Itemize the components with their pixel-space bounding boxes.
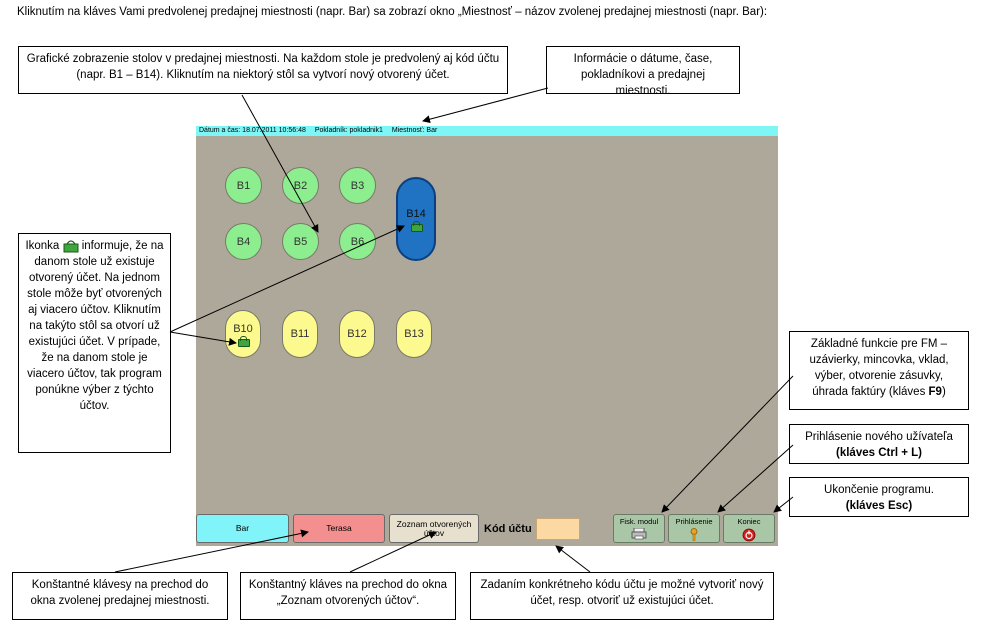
arrow-to-fisk xyxy=(661,375,794,513)
callout-open-accounts-text: Konštantný kláves na prechod do okna „Zo… xyxy=(248,579,448,607)
callout-icon-text-1: informuje, že na danom stole už existuje… xyxy=(27,240,164,348)
table-code: B1 xyxy=(236,179,251,192)
exit-button[interactable]: Koniec xyxy=(723,514,775,543)
open-account-icon xyxy=(410,220,423,232)
printer-icon xyxy=(631,528,647,540)
callout-login: Prihlásenie nového užívateľa (kláves Ctr… xyxy=(789,424,969,464)
callout-open-icon: Ikonka informuje, že na danom stole už e… xyxy=(18,233,171,453)
table-code: B3 xyxy=(350,179,365,192)
room-bar-label: Bar xyxy=(235,523,250,533)
exit-label: Koniec xyxy=(737,517,761,526)
arrow-to-topbar xyxy=(422,87,549,124)
callout-account-code: Zadaním konkrétneho kódu účtu je možné v… xyxy=(470,572,774,620)
callout-exit-key: (kláves Esc) xyxy=(845,500,913,512)
table-b2[interactable]: B2 xyxy=(282,167,319,204)
table-code: B13 xyxy=(404,328,424,340)
callout-tables: Grafické zobrazenie stolov v predajnej m… xyxy=(18,46,508,94)
room-bar-button[interactable]: Bar xyxy=(196,514,289,543)
callout-exit-text: Ukončenie programu. xyxy=(824,484,934,496)
callout-account-code-text: Zadaním konkrétneho kódu účtu je možné v… xyxy=(480,579,764,607)
table-code: B12 xyxy=(347,328,367,340)
login-label: Prihlásenie xyxy=(675,517,713,526)
room-label: Miestnosť: Bar xyxy=(391,127,438,134)
callout-fm-key: F9 xyxy=(928,386,942,398)
arrow-to-login xyxy=(717,444,794,513)
table-b11[interactable]: B11 xyxy=(282,310,318,358)
table-b14[interactable]: B14 xyxy=(396,177,436,261)
table-b10[interactable]: B10 xyxy=(225,310,261,358)
callout-icon-prefix: Ikonka xyxy=(25,240,60,252)
fisk-module-label: Fisk. modul xyxy=(619,517,659,526)
callout-room-keys-text: Konštantné klávesy na prechod do okna zv… xyxy=(30,579,210,607)
arrow-to-tables xyxy=(241,94,319,233)
cashier-label: Pokladník: pokladnik1 xyxy=(314,127,383,134)
arrow-to-room-keys xyxy=(114,529,309,573)
account-code-input[interactable] xyxy=(536,518,580,540)
table-code: B11 xyxy=(290,328,310,340)
callout-fm-text: Základné funkcie pre FM – uzávierky, min… xyxy=(809,338,949,398)
intro-text: Kliknutím na kláves Vami predvolenej pre… xyxy=(17,6,768,18)
callout-room-keys: Konštantné klávesy na prechod do okna zv… xyxy=(12,572,228,620)
open-accounts-button[interactable]: Zoznam otvorených účtov xyxy=(389,514,479,543)
callout-tables-text: Grafické zobrazenie stolov v predajnej m… xyxy=(26,53,500,81)
callout-fm: Základné funkcie pre FM – uzávierky, min… xyxy=(789,331,969,410)
table-b13[interactable]: B13 xyxy=(396,310,432,358)
table-code: B5 xyxy=(293,235,308,248)
table-code: B6 xyxy=(350,235,365,248)
fisk-module-button[interactable]: Fisk. modul xyxy=(613,514,665,543)
account-code-label: Kód účtu xyxy=(484,523,532,535)
callout-open-accounts: Konštantný kláves na prechod do okna „Zo… xyxy=(240,572,456,620)
callout-exit: Ukončenie programu. (kláves Esc) xyxy=(789,477,969,517)
table-b1[interactable]: B1 xyxy=(225,167,262,204)
table-code: B10 xyxy=(233,322,253,335)
callout-login-key: (kláves Ctrl + L) xyxy=(836,447,922,459)
arrow-to-b10-icon xyxy=(169,331,237,346)
open-account-icon xyxy=(237,335,250,347)
table-code: B14 xyxy=(406,207,426,220)
power-icon xyxy=(742,528,756,542)
table-b12[interactable]: B12 xyxy=(339,310,375,358)
table-code: B2 xyxy=(293,179,308,192)
arrow-to-accounts xyxy=(349,531,437,573)
table-b3[interactable]: B3 xyxy=(339,167,376,204)
key-icon xyxy=(690,528,698,541)
table-b4[interactable]: B4 xyxy=(225,223,262,260)
arrow-to-exit xyxy=(773,496,794,513)
callout-info: Informácie o dátume, čase, pokladníkovi … xyxy=(546,46,740,97)
datetime-label: Dátum a čas: 18.07.2011 10:56:48 xyxy=(199,127,306,134)
callout-info-text: Informácie o dátume, čase, pokladníkovi … xyxy=(573,53,713,97)
table-b6[interactable]: B6 xyxy=(339,223,376,260)
info-bar: Dátum a čas: 18.07.2011 10:56:48 Pokladn… xyxy=(196,126,778,136)
table-code: B4 xyxy=(236,235,251,248)
room-window: Dátum a čas: 18.07.2011 10:56:48 Pokladn… xyxy=(196,126,778,546)
arrow-to-code xyxy=(555,545,591,573)
arrow-to-b14-icon xyxy=(169,225,405,333)
login-button[interactable]: Prihlásenie xyxy=(668,514,720,543)
room-terasa-label: Terasa xyxy=(326,523,352,533)
basket-icon xyxy=(63,240,79,253)
callout-login-text: Prihlásenie nového užívateľa xyxy=(805,431,953,443)
room-terasa-button[interactable]: Terasa xyxy=(293,514,385,543)
callout-icon-text-2: V prípade, že na danom stole je viacero … xyxy=(27,336,162,412)
